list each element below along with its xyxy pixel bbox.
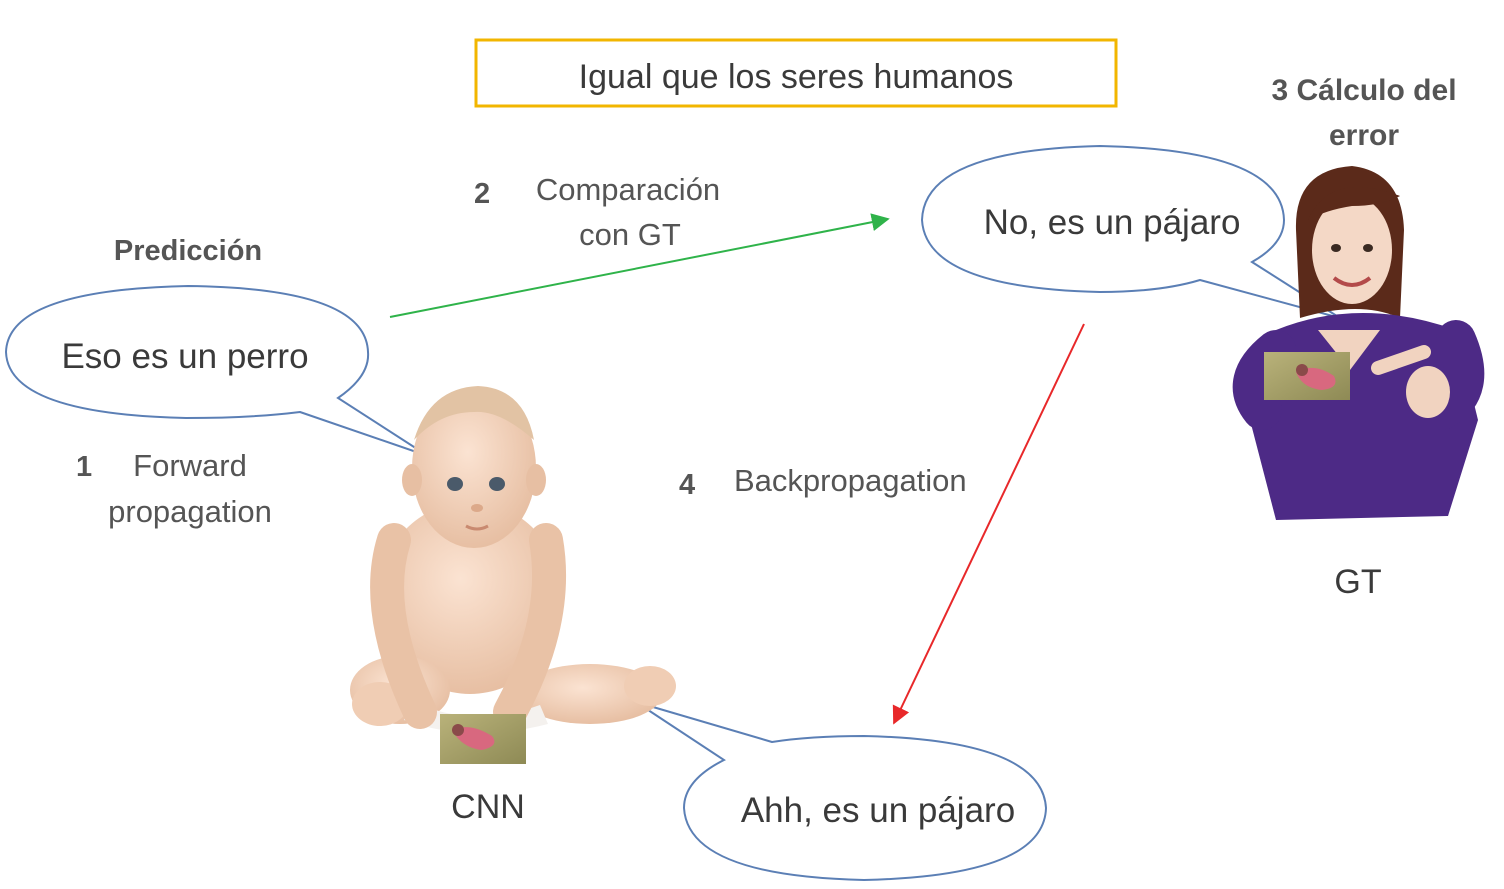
bubble-cnn-learned: Ahh, es un pájaro [635,701,1048,882]
gt-label: GT [1334,563,1381,601]
step-3-label: 3 Cálculo del error [1271,74,1456,152]
step-4-number: 4 [679,469,695,501]
step-1-line2: propagation [108,494,272,529]
bubble-gt-correction: No, es un pájaro [920,144,1341,319]
bubble-cnn-prediction: Eso es un perro [4,284,429,457]
baby-bird-card [440,714,526,764]
bubble-cnn-learned-text: Ahh, es un pájaro [741,791,1015,830]
step-2-label: 2 Comparación con GT [474,172,720,252]
cnn-label: CNN [451,788,525,826]
step-3-line1: 3 Cálculo del [1271,74,1456,107]
step-3-line2: error [1329,119,1399,152]
step-2-line1: Comparación [536,172,720,207]
step-4-text: Backpropagation [734,463,967,498]
step-2-number: 2 [474,178,490,210]
prediction-label: Predicción [114,235,262,267]
title-box: Igual que los seres humanos [474,38,1118,108]
diagram-title: Igual que los seres humanos [579,58,1014,96]
step-1-line1: Forward [133,448,247,483]
step-2-line2: con GT [579,217,681,252]
backprop-arrow [892,323,1085,725]
woman-bird-card [1264,352,1350,400]
step-1-label: 1 Forward propagation [76,448,272,529]
bubble-gt-correction-text: No, es un pájaro [984,203,1241,242]
comparison-arrow [389,213,890,318]
step-1-number: 1 [76,451,92,483]
step-4-label: 4 Backpropagation [679,463,967,501]
bubble-cnn-prediction-text: Eso es un perro [61,337,308,376]
